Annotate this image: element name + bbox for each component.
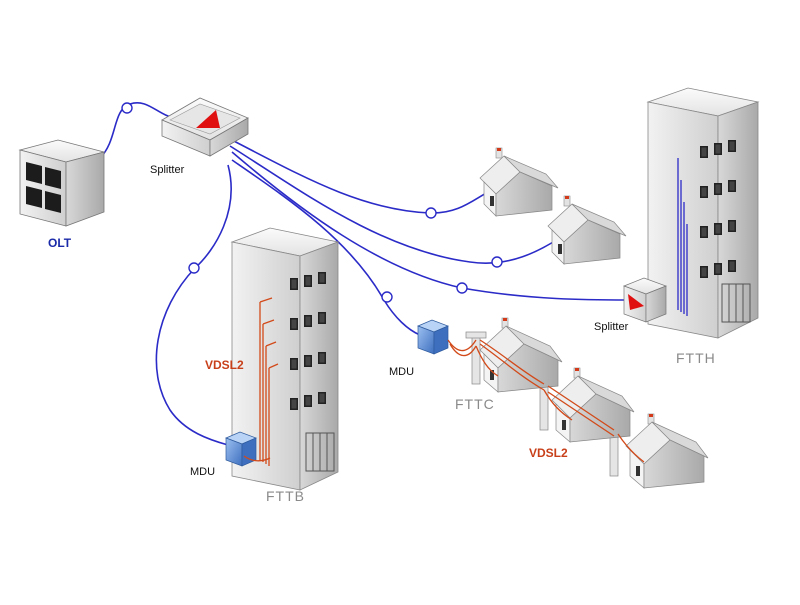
vdsl2-fttc-label: VDSL2 — [529, 446, 568, 460]
fiber-splitter-to-ftth — [231, 151, 629, 301]
loop-marker — [491, 256, 503, 268]
splitter-ftth-label: Splitter — [594, 321, 629, 333]
loop-marker — [456, 282, 468, 294]
olt-label: OLT — [48, 236, 72, 250]
fttb-label: FTTB — [266, 488, 305, 504]
ftth-splitter-arrow-icon — [628, 294, 644, 310]
house-fttc-1 — [479, 317, 563, 393]
loop-marker — [425, 207, 437, 219]
fiber-splitter-to-house-1 — [227, 137, 493, 214]
loop-marker — [188, 262, 200, 274]
loop-marker — [381, 291, 393, 303]
fiber-lines — [99, 102, 629, 446]
loop-marker — [121, 102, 133, 114]
ftth-fiber-riser — [677, 158, 688, 316]
vdsl2-fttb-label: VDSL2 — [205, 358, 244, 372]
house-1 — [479, 147, 559, 217]
pole-1 — [465, 331, 487, 385]
house-fttc-3 — [625, 413, 709, 489]
fiber-splitter-to-mdu-fttb — [155, 164, 232, 446]
ftth-splitter-device — [623, 277, 667, 323]
mdu-fttb-device — [225, 431, 257, 467]
splitter-main-label: Splitter — [150, 164, 185, 176]
house-fttc-2 — [551, 367, 635, 443]
main-splitter-device — [161, 97, 249, 157]
olt-device — [18, 139, 106, 227]
house-2 — [547, 195, 627, 265]
fttb-copper-riser — [259, 297, 279, 466]
splitter-arrow-icon — [196, 110, 220, 128]
fiber-splitter-to-mdu-fttc — [231, 159, 421, 336]
mdu-fttc-label: MDU — [389, 366, 415, 378]
mdu-fttc-device — [417, 319, 449, 355]
fiber-splitter-to-house-2 — [229, 145, 561, 264]
ftth-building — [646, 87, 760, 339]
fttb-building — [230, 227, 340, 491]
fttc-copper-lines — [447, 339, 645, 463]
fttc-label: FTTC — [455, 396, 495, 412]
copper-mdu-to-riser — [243, 455, 271, 462]
mdu-fttb-label: MDU — [190, 466, 216, 478]
ftth-label: FTTH — [676, 350, 716, 366]
fiber-loop-markers — [121, 102, 503, 303]
